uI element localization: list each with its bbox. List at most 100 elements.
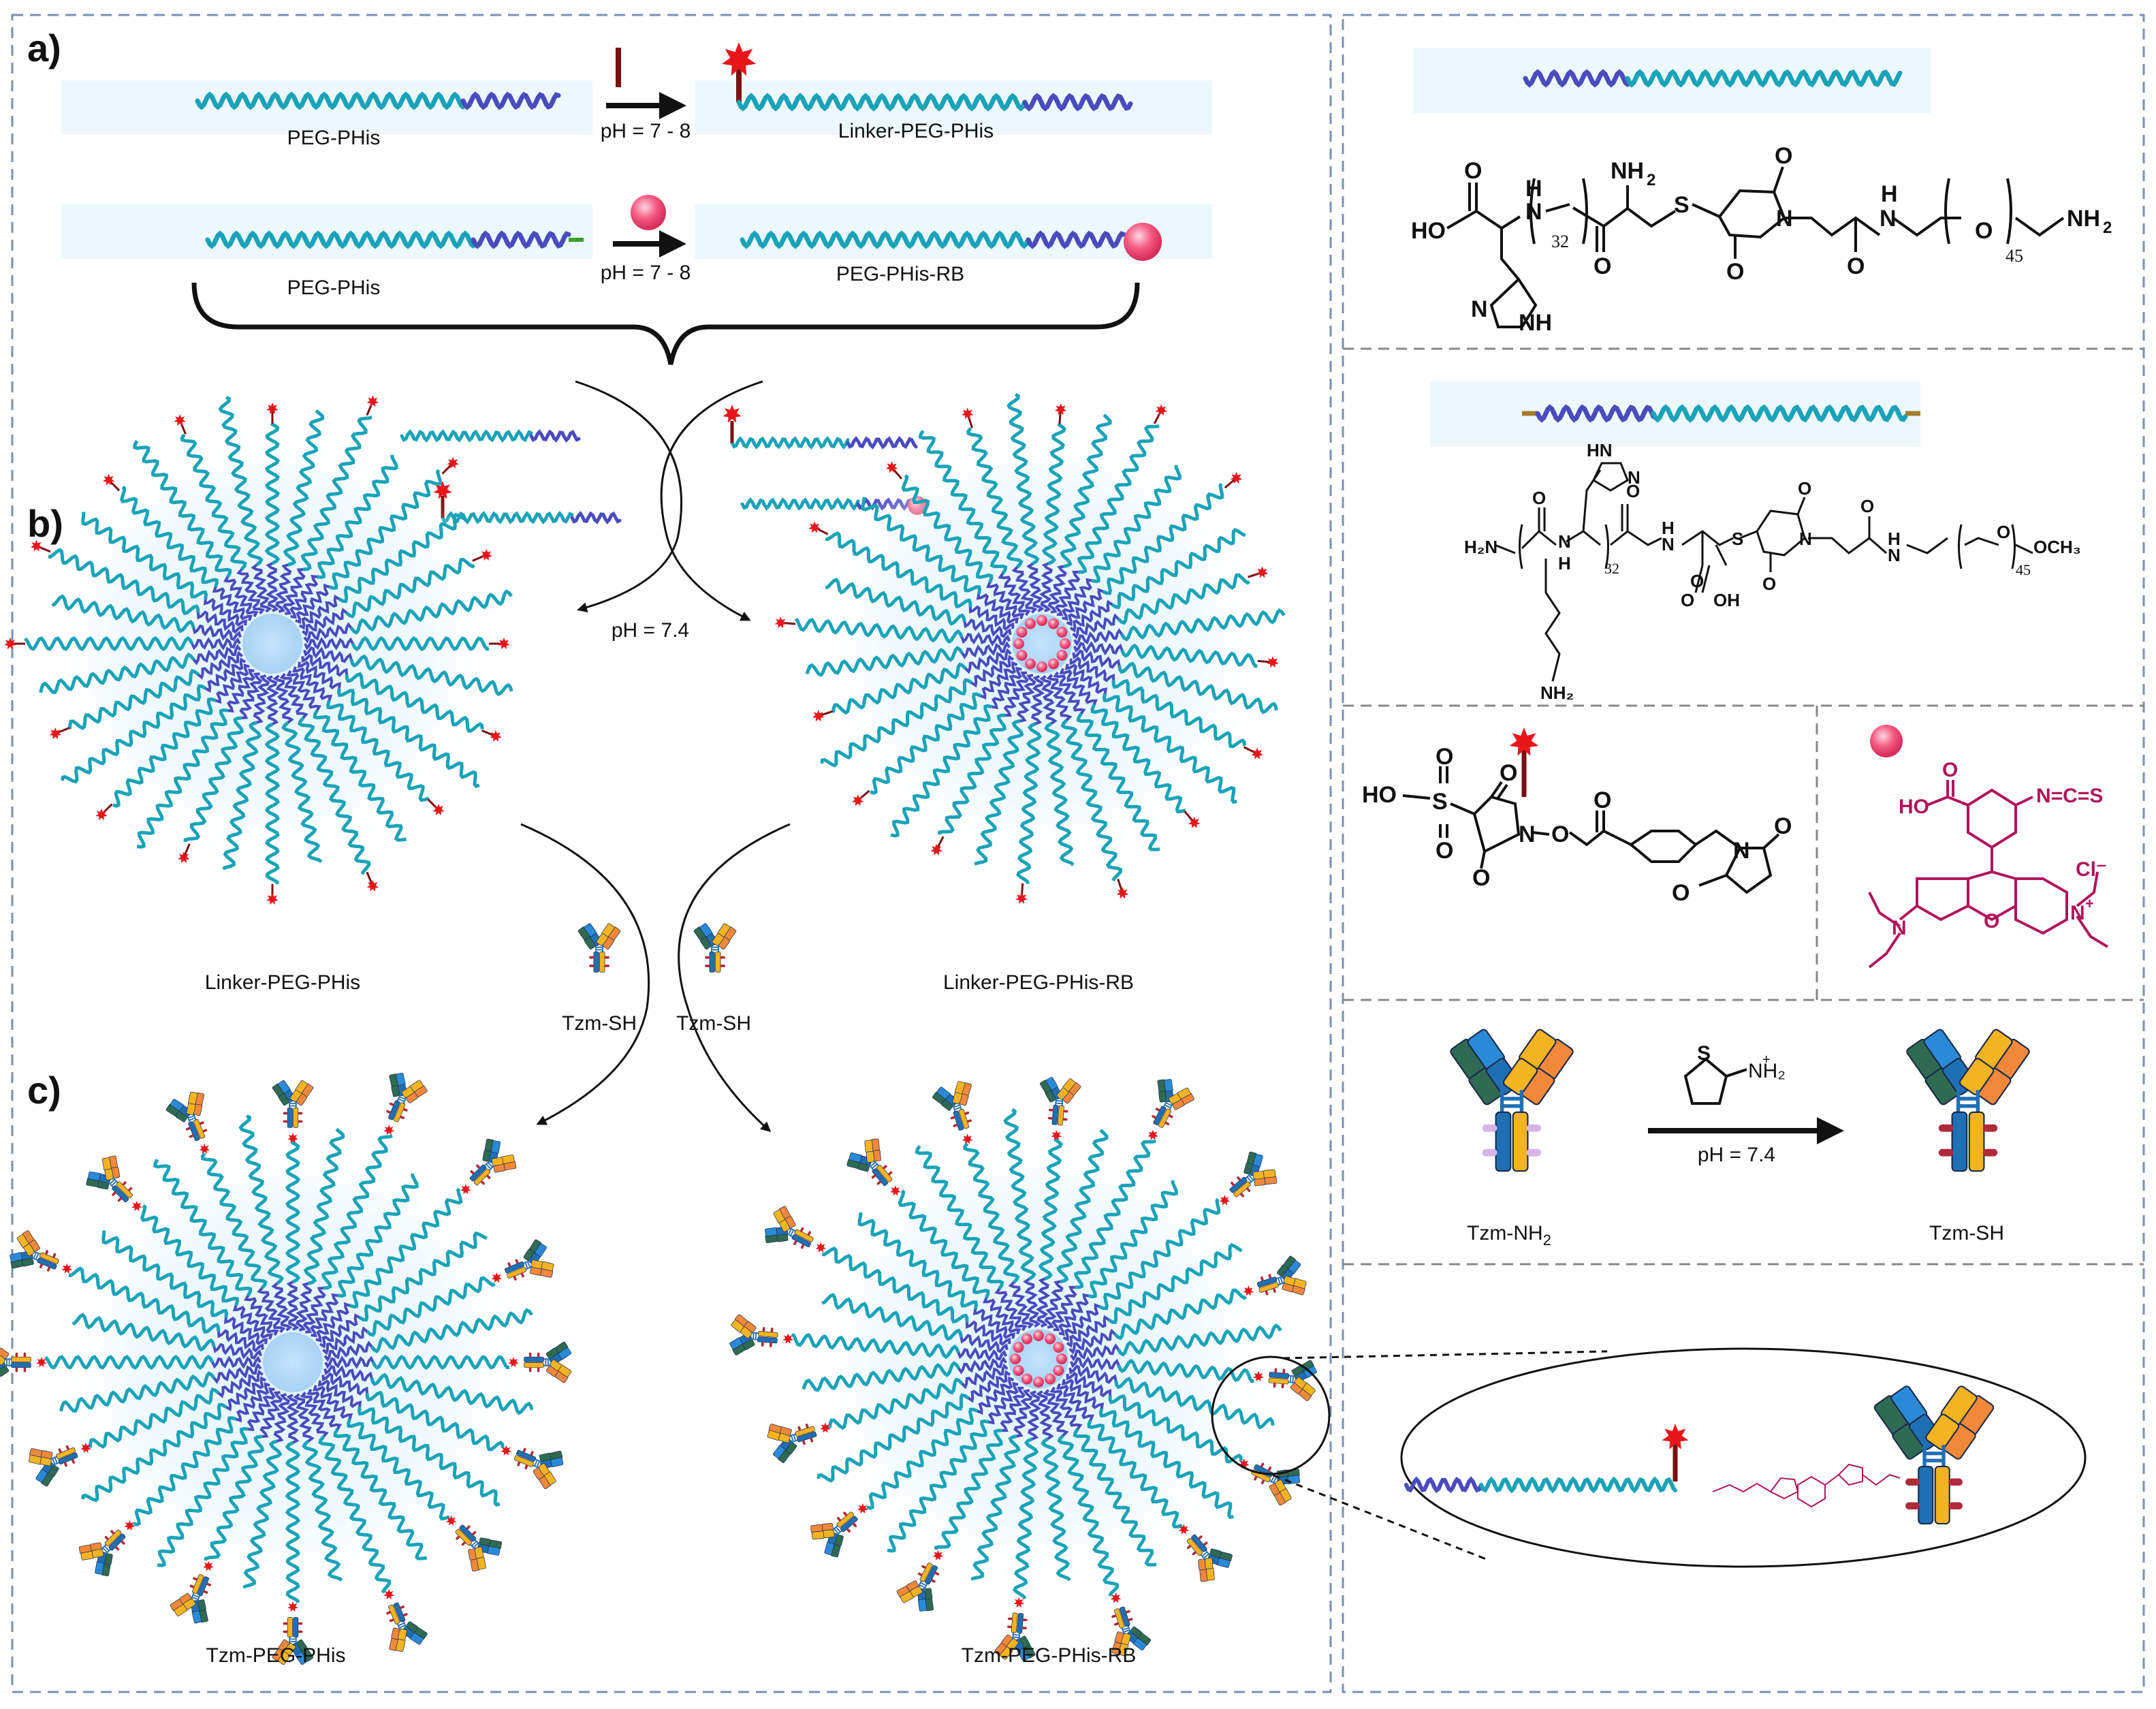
linker-star-icon: [1116, 887, 1129, 899]
phis-block: [986, 582, 1025, 620]
linker-star-icon: [1178, 1524, 1190, 1535]
c1-ho: HO: [1411, 218, 1446, 244]
phis-block: [1073, 628, 1123, 646]
phis-block: [1047, 565, 1067, 614]
phis-block: [964, 648, 1012, 674]
thiolation-condition: pH = 7.4: [1698, 1144, 1775, 1166]
antibody-icon: [1256, 1255, 1307, 1296]
linker-star-icon: [885, 461, 898, 473]
peg-block: [802, 1361, 960, 1392]
antibody-icon: [577, 923, 621, 973]
rb-bead: [1045, 1373, 1056, 1385]
linker-star-icon: [1243, 1285, 1254, 1296]
peg-block: [825, 578, 966, 626]
peg-block: [1073, 1139, 1156, 1289]
phis-block: [282, 568, 306, 615]
micelle-c-left-label: Tzm-PEG-PHis: [206, 1644, 346, 1667]
linker-star-icon: [30, 539, 43, 552]
rb-bead: [1025, 658, 1036, 670]
rb-bead: [1013, 1365, 1024, 1376]
linker-star-icon: [851, 794, 864, 806]
peg-block: [88, 1387, 220, 1449]
phis-block: [301, 653, 348, 677]
linker-star-icon: [1147, 1129, 1158, 1140]
curved-arrow-left: [575, 380, 683, 612]
phis-block: [1064, 663, 1108, 694]
linker-star-icon: [445, 1515, 457, 1526]
peg-block: [1076, 712, 1160, 851]
linker-star-icon: [287, 1601, 298, 1612]
row1-left-label: PEG-PHis: [287, 127, 381, 149]
linker-star-icon: [366, 879, 379, 892]
phis-block: [271, 1282, 293, 1332]
c1-n45: 45: [2006, 246, 2023, 266]
antibody-icon: [1268, 1360, 1317, 1401]
peg-block: [963, 1142, 1020, 1284]
c3-o7: O: [1774, 813, 1792, 839]
linker-star-icon: [490, 730, 502, 742]
phis-block: [1073, 641, 1124, 656]
polymer-segment: [1026, 230, 1126, 249]
peg-block: [1117, 1323, 1282, 1357]
peg-block: [820, 678, 973, 768]
micelle-b-right-label: Linker-PEG-PHis-RB: [943, 971, 1134, 994]
antibody-icon: [272, 1080, 314, 1128]
antibody-icon: [767, 1423, 817, 1463]
peg-block: [133, 1416, 237, 1526]
peg-block: [370, 1308, 534, 1353]
peg-block: [1117, 661, 1278, 715]
phis-block: [212, 1343, 262, 1360]
linker-star-icon: [815, 1242, 827, 1253]
antibody-icon: [1251, 1462, 1301, 1506]
c3-o5: O: [1472, 865, 1490, 891]
section-c: Tzm-PEG-PHis Tzm-PEG-PHis-RB: [0, 1073, 1608, 1667]
phis-block: [957, 1347, 1008, 1362]
right-panel-dividers: [1343, 347, 2144, 1266]
tzm-nh2-label-sub: 2: [1543, 1232, 1551, 1249]
phis-block: [1062, 578, 1092, 621]
phis-block: [289, 574, 319, 619]
c4-n2: N: [2070, 902, 2085, 924]
antibody-icon: [165, 1091, 208, 1142]
zoom-circle: [1211, 1355, 1331, 1475]
rb-bead: [1013, 638, 1024, 649]
peg-block: [1117, 573, 1251, 625]
phis-block: [1069, 657, 1115, 683]
c1-h2: H: [1881, 181, 1898, 207]
phis-block: [232, 1304, 273, 1340]
antibody-icon: [0, 1341, 31, 1383]
linker-star-icon: [131, 1200, 142, 1212]
peg-block: [180, 433, 247, 571]
antibody-icon: [170, 1573, 212, 1624]
rb-bead: [1053, 1365, 1064, 1376]
phis-block: [217, 1369, 264, 1398]
c1-n32: 32: [1551, 232, 1569, 251]
peg-block: [827, 1377, 964, 1430]
polymer-segment: [400, 429, 533, 443]
phis-block: [197, 610, 244, 634]
linker-star-icon: [36, 1357, 47, 1368]
rb-bead: [1056, 650, 1068, 661]
peg-block: [934, 1428, 1004, 1550]
row1-right-label: Linker-PEG-PHis: [838, 120, 994, 142]
phis-block: [1066, 1315, 1110, 1348]
phis-block: [197, 650, 243, 680]
phis-block: [215, 663, 250, 704]
peg-block: [264, 422, 281, 565]
antibody-icon: [386, 1602, 428, 1652]
rb-bead: [1048, 658, 1059, 670]
peg-block: [937, 713, 1007, 835]
peg-block: [1006, 392, 1040, 565]
rb-bead: [1036, 615, 1047, 626]
peg-block: [101, 1230, 229, 1318]
linker-star-icon-2: [1509, 727, 1539, 797]
polymer-segment: [195, 91, 466, 110]
micelle-b-left-label: Linker-PEG-PHis: [205, 971, 360, 994]
c1-o1: O: [1464, 158, 1482, 184]
phis-block: [300, 1392, 329, 1438]
peg-block: [1098, 1197, 1221, 1311]
c2-n32: 32: [1604, 560, 1619, 577]
phis-block: [957, 1356, 1007, 1375]
phis-block: [302, 608, 348, 637]
peg-block: [1087, 1419, 1183, 1528]
